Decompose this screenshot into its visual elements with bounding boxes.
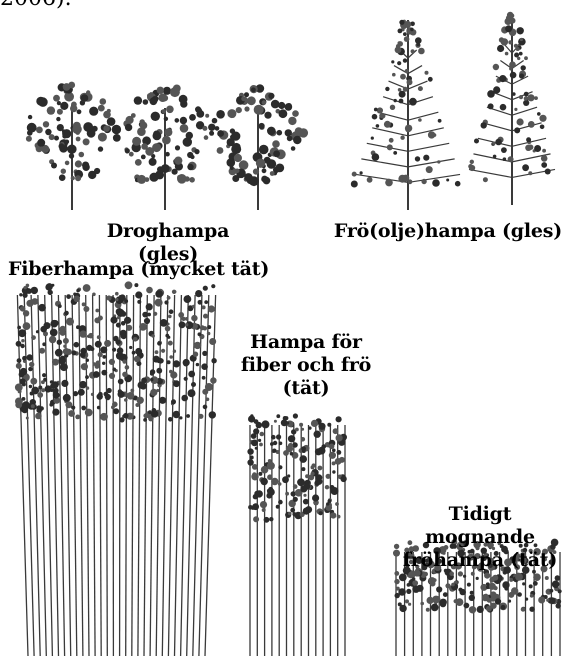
seed-oil-hemp-plants [351, 12, 555, 210]
early-seed-hemp-label-line-1: Tidigt mognande [392, 503, 568, 549]
seed-oil-hemp-label: Frö(olje)hampa (gles) [328, 220, 568, 243]
fiber-seed-hemp-label-line-3: (tät) [236, 377, 376, 400]
fiber-seed-hemp-label-line-1: Hampa för [236, 331, 376, 354]
fiber-hemp-label: Fiberhampa (mycket tät) [8, 258, 278, 281]
fiber-seed-hemp-label: Hampa för fiber och frö (tät) [236, 331, 376, 399]
fiber-seed-hemp-stand [247, 413, 347, 656]
fiber-hemp-stand [15, 281, 217, 656]
early-seed-hemp-label-line-2: fröhampa (tät) [392, 549, 568, 572]
fiber-seed-hemp-label-line-2: fiber och frö [236, 354, 376, 377]
drug-hemp-plants [26, 82, 308, 210]
early-seed-hemp-label: Tidigt mognande fröhampa (tät) [392, 503, 568, 571]
